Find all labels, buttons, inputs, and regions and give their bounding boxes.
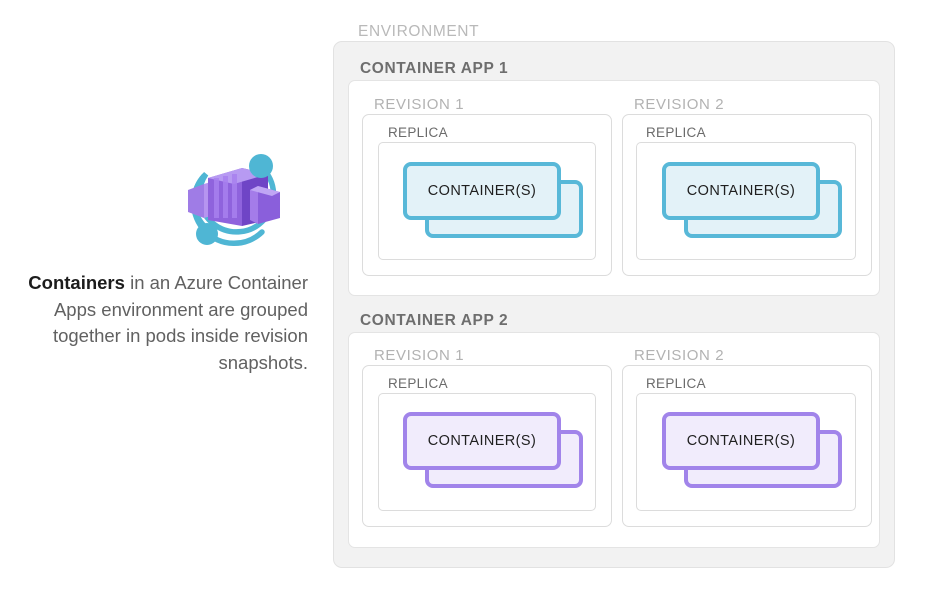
caption-bold: Containers [28,272,125,293]
container-label: CONTAINER(S) [686,183,796,199]
app-1-revision-1-container-stack: CONTAINER(S) [403,162,587,242]
app-1-revision-1-replica-label: REPLICA [388,125,448,140]
container-label: CONTAINER(S) [427,183,537,199]
container-app-2-label: CONTAINER APP 2 [360,312,509,329]
app-1-revision-2-replica-label: REPLICA [646,125,706,140]
container-stack-front-card: CONTAINER(S) [662,412,820,470]
app-2-revision-1-label: REVISION 1 [374,347,465,364]
app-2-revision-2-replica-label: REPLICA [646,376,706,391]
app-2-revision-1-replica-label: REPLICA [388,376,448,391]
container-app-1-label: CONTAINER APP 1 [360,60,509,77]
app-1-revision-2-label: REVISION 2 [634,96,725,113]
azure-container-apps-logo [180,148,288,252]
container-label: CONTAINER(S) [686,433,796,449]
app-2-revision-1-container-stack: CONTAINER(S) [403,412,587,492]
app-1-revision-2-container-stack: CONTAINER(S) [662,162,846,242]
container-label: CONTAINER(S) [427,433,537,449]
app-1-revision-1-label: REVISION 1 [374,96,465,113]
caption-rest: in an Azure Container Apps environment a… [52,272,308,373]
caption-text: Containers in an Azure Container Apps en… [8,270,308,376]
container-stack-front-card: CONTAINER(S) [403,412,561,470]
container-stack-front-card: CONTAINER(S) [403,162,561,220]
environment-label: ENVIRONMENT [358,23,480,40]
app-2-revision-2-label: REVISION 2 [634,347,725,364]
left-panel: Containers in an Azure Container Apps en… [0,0,322,593]
container-stack-front-card: CONTAINER(S) [662,162,820,220]
app-2-revision-2-container-stack: CONTAINER(S) [662,412,846,492]
